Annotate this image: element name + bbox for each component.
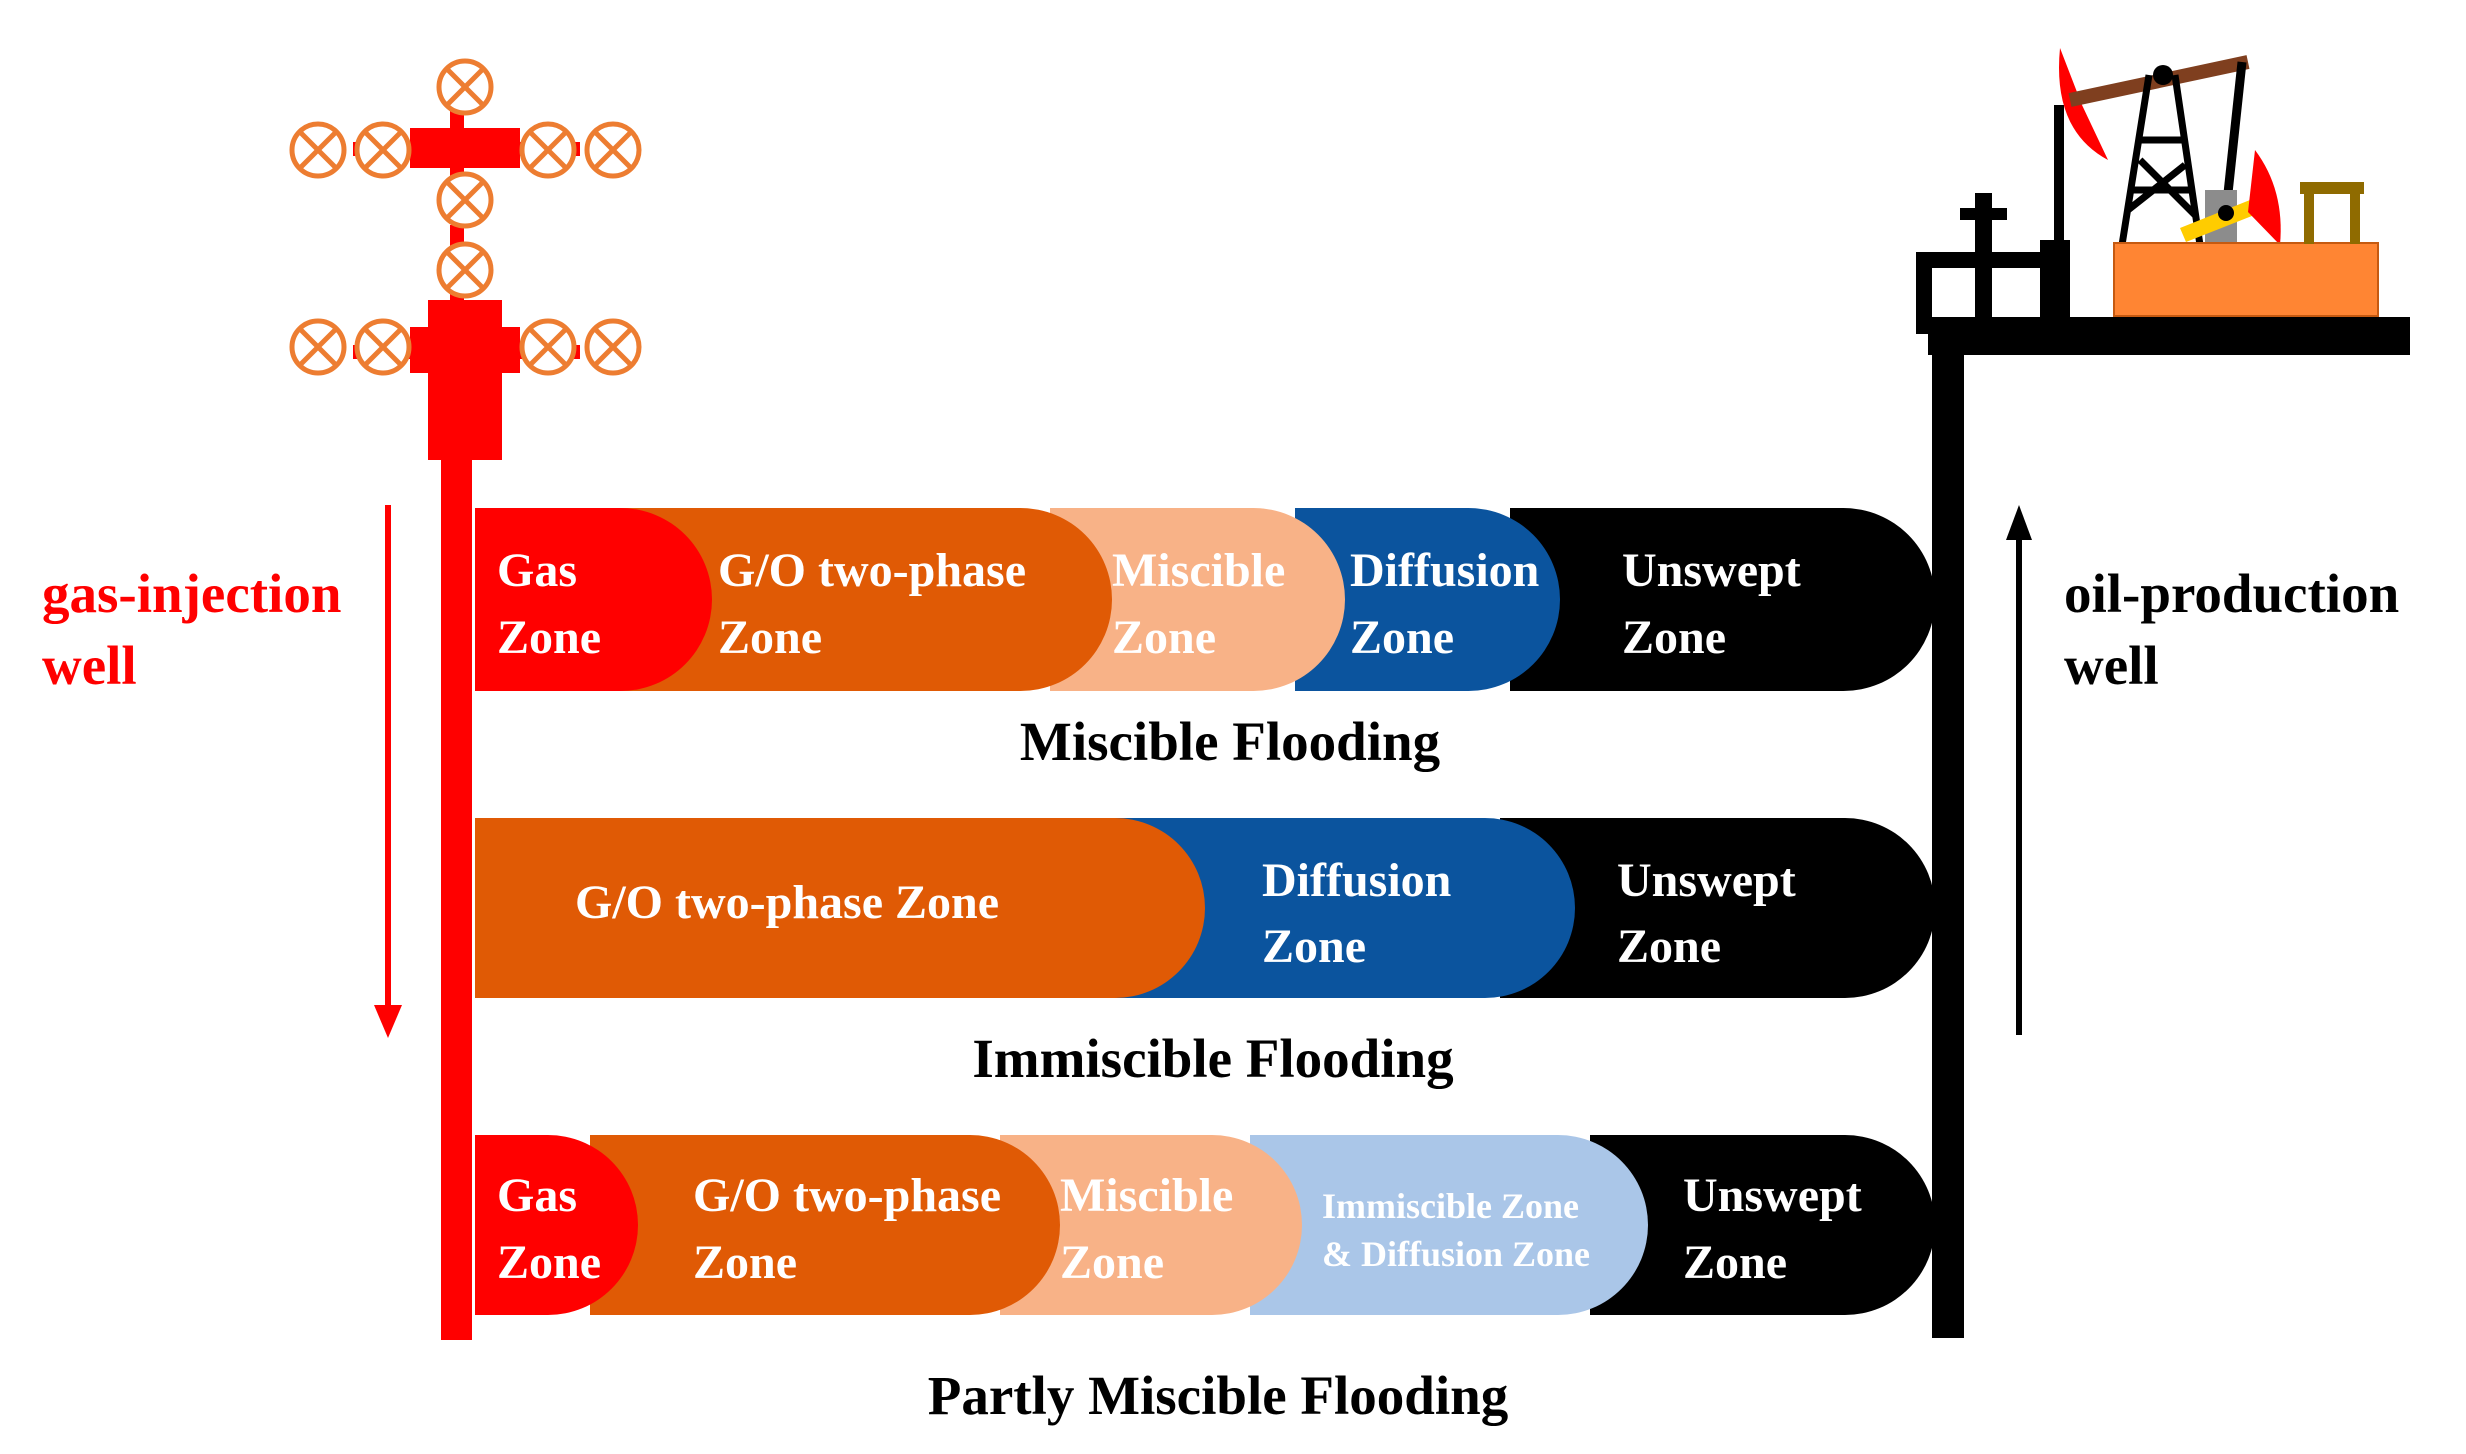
zone-shape xyxy=(475,508,712,691)
valve-icon xyxy=(289,318,347,376)
zone-label: Zone xyxy=(1622,611,1726,664)
zone-label: Zone xyxy=(1350,611,1454,664)
zone-shape xyxy=(615,508,1112,691)
zone-label: Zone xyxy=(1112,611,1216,664)
zone-label: Diffusion xyxy=(1262,854,1451,907)
zone-label: Zone xyxy=(497,611,601,664)
zone-shape xyxy=(475,1135,638,1315)
zone-label: Miscible xyxy=(1112,544,1285,597)
zone-shape xyxy=(1500,818,1935,998)
zone-shape xyxy=(1590,1135,1935,1315)
zone-label: Unswept xyxy=(1683,1169,1862,1222)
valve-icon xyxy=(519,318,577,376)
zone-shape xyxy=(475,818,1205,998)
valve-icon xyxy=(289,121,347,179)
valve-icon xyxy=(584,318,642,376)
zone-label: Zone xyxy=(1683,1236,1787,1289)
zone-label: Immiscible Zone xyxy=(1322,1186,1579,1226)
up-arrow-icon xyxy=(2006,505,2032,1035)
production-well-pipe xyxy=(1932,330,1964,1338)
zone-label: Zone xyxy=(1617,920,1721,973)
zone-shape xyxy=(1510,508,1935,691)
wellhead-icon xyxy=(289,58,642,460)
zone-shape xyxy=(1000,1135,1302,1315)
zone-label: G/O two-phase xyxy=(693,1169,1001,1222)
valve-icon xyxy=(436,58,494,116)
down-arrow-icon xyxy=(374,505,402,1038)
zone-label: Unswept xyxy=(1622,544,1801,597)
zone-label: Gas xyxy=(497,544,577,597)
injection-well: gas-injection well xyxy=(42,58,642,1340)
band-caption-partly-miscible: Partly Miscible Flooding xyxy=(928,1365,1509,1426)
injection-well-label-line1: gas-injection xyxy=(42,563,341,624)
injection-well-label-line2: well xyxy=(42,635,137,696)
zone-label: Zone xyxy=(1262,920,1366,973)
zone-label: Miscible xyxy=(1060,1169,1233,1222)
zone-label: Diffusion xyxy=(1350,544,1539,597)
pumpjack-icon xyxy=(1916,48,2379,334)
zone-label: Zone xyxy=(1060,1236,1164,1289)
zone-label: Gas xyxy=(497,1169,577,1222)
production-well-label-line2: well xyxy=(2064,635,2159,696)
valve-icon xyxy=(519,121,577,179)
zone-shape xyxy=(1295,508,1560,691)
zone-shape xyxy=(590,1135,1060,1315)
band-caption-miscible: Miscible Flooding xyxy=(1020,711,1440,772)
zone-shape xyxy=(1050,508,1345,691)
zone-shape xyxy=(1250,1135,1648,1315)
zone-label: Zone xyxy=(497,1236,601,1289)
zone-shape xyxy=(1110,818,1575,998)
valve-icon xyxy=(354,318,412,376)
zone-label: & Diffusion Zone xyxy=(1322,1234,1590,1274)
zone-label: G/O two-phase xyxy=(718,544,1026,597)
production-well-label-line1: oil-production xyxy=(2064,563,2399,624)
zone-label: Unswept xyxy=(1617,854,1796,907)
valve-icon xyxy=(436,241,494,299)
band-caption-immiscible: Immiscible Flooding xyxy=(972,1028,1453,1089)
zone-label: Zone xyxy=(718,611,822,664)
zone-label: G/O two-phase Zone xyxy=(575,876,999,929)
injection-well-pipe xyxy=(441,455,472,1340)
production-well: oil-production well xyxy=(1916,48,2410,1338)
zone-label: Zone xyxy=(693,1236,797,1289)
valve-icon xyxy=(584,121,642,179)
valve-icon xyxy=(354,121,412,179)
valve-icon xyxy=(436,171,494,229)
